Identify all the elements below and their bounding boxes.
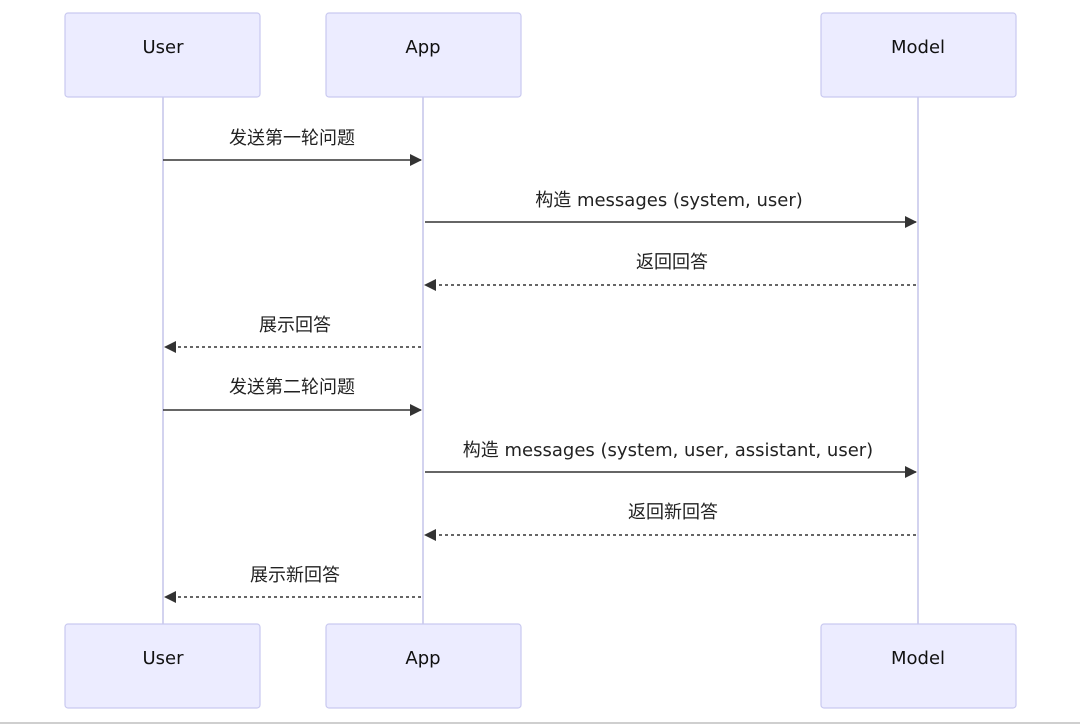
actor-label: User xyxy=(142,648,184,669)
actor-bottom-app: App xyxy=(325,623,522,709)
message-label: 构造 messages (system, user) xyxy=(535,190,803,211)
message-6: 构造 messages (system, user, assistant, us… xyxy=(425,440,917,478)
message-label: 发送第一轮问题 xyxy=(229,128,355,149)
actor-bottom-user: User xyxy=(64,623,261,709)
actor-top-model: Model xyxy=(820,12,1017,98)
actor-label: App xyxy=(405,648,440,669)
message-7: 返回新回答 xyxy=(424,502,916,541)
actor-label: App xyxy=(405,37,440,58)
message-4: 展示回答 xyxy=(164,315,421,353)
message-3: 返回回答 xyxy=(424,252,916,291)
message-label: 发送第二轮问题 xyxy=(229,377,355,398)
message-label: 展示新回答 xyxy=(250,565,340,586)
actor-top-app: App xyxy=(325,12,522,98)
actor-top-user: User xyxy=(64,12,261,98)
actor-label: Model xyxy=(891,648,945,669)
message-8: 展示新回答 xyxy=(164,565,421,603)
message-label: 构造 messages (system, user, assistant, us… xyxy=(463,440,873,461)
message-5: 发送第二轮问题 xyxy=(163,377,422,416)
actor-bottom-model: Model xyxy=(820,623,1017,709)
actor-label: Model xyxy=(891,37,945,58)
message-1: 发送第一轮问题 xyxy=(163,128,422,166)
actor-label: User xyxy=(142,37,184,58)
message-label: 返回回答 xyxy=(636,252,708,273)
message-label: 展示回答 xyxy=(259,315,331,336)
message-2: 构造 messages (system, user) xyxy=(425,190,917,228)
message-label: 返回新回答 xyxy=(628,502,718,523)
